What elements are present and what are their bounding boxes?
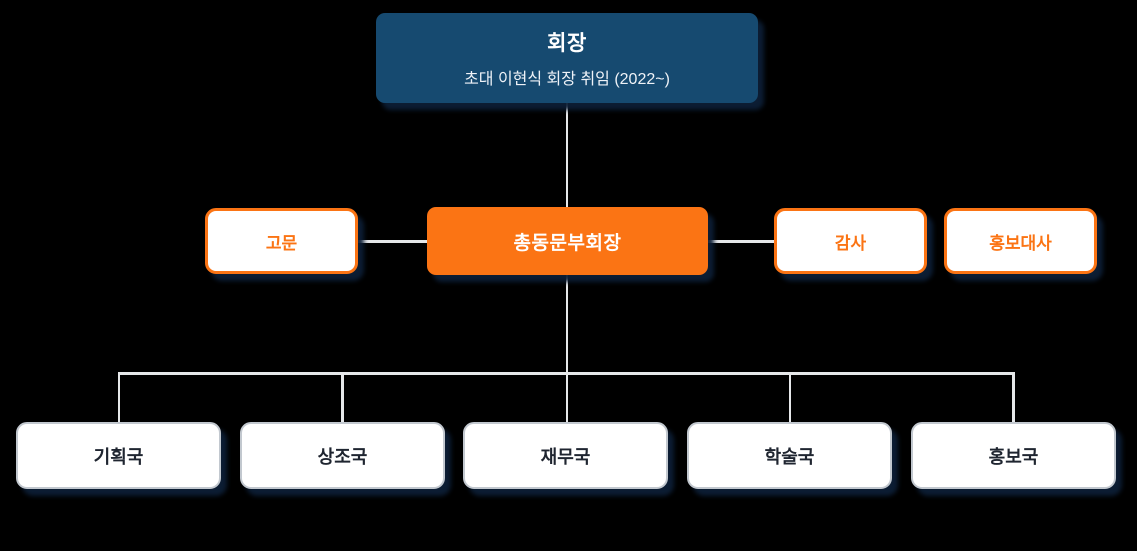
chairman-title: 회장 [547,32,587,55]
department-label: 상조국 [317,446,368,467]
department-label: 홍보국 [988,446,1039,467]
connector-advisor-to-vice [358,240,427,243]
vice-chairman-label: 총동문부회장 [513,232,622,254]
ambassador-label: 홍보대사 [989,233,1052,253]
connector-drop-dept-4 [788,372,791,422]
department-label: 학술국 [764,446,815,467]
chairman-subtitle: 초대 이현식 회장 취임 (2022~) [464,71,670,88]
connector-drop-dept-1 [117,372,120,422]
department-label: 기획국 [93,446,144,467]
department-node-finance: 재무국 [463,422,668,489]
connector-drop-dept-5 [1012,372,1015,422]
auditor-node: 감사 [774,208,927,274]
connector-vice-to-departments [565,275,568,422]
connector-vice-to-auditor [708,240,774,243]
department-node-academic: 학술국 [687,422,892,489]
chairman-node: 회장 초대 이현식 회장 취임 (2022~) [376,13,758,103]
vice-chairman-node: 총동문부회장 [427,207,708,275]
department-node-pr: 홍보국 [911,422,1116,489]
auditor-label: 감사 [834,233,867,253]
department-node-mutual-aid: 상조국 [240,422,445,489]
advisor-label: 고문 [265,233,298,253]
connector-chairman-to-vice [565,103,568,207]
connector-departments-bus [118,372,1014,375]
connector-drop-dept-2 [341,372,344,422]
ambassador-node: 홍보대사 [944,208,1097,274]
department-node-planning: 기획국 [16,422,221,489]
department-label: 재무국 [540,446,591,467]
advisor-node: 고문 [205,208,358,274]
